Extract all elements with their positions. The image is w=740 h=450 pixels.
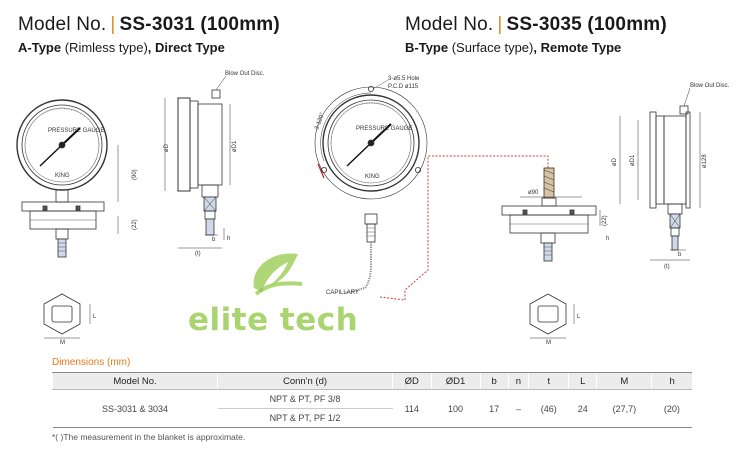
- label-d-left: øD: [164, 143, 170, 152]
- label-m-right: M: [546, 340, 551, 346]
- right-dial-maker: KING: [365, 174, 380, 180]
- label-pcd: P.C.D ø115: [388, 84, 419, 90]
- col-m: M: [596, 372, 652, 390]
- dimensions-table: Model No. Conn'n (d) ØD ØD1 b n t L M h …: [52, 372, 692, 428]
- left-dial-maker: KING: [55, 173, 70, 179]
- left-gauge-side: [164, 75, 231, 249]
- left-model-title: Model No.|SS-3031 (100mm): [18, 14, 280, 36]
- col-n: n: [507, 372, 529, 390]
- col-od: ØD: [392, 372, 432, 390]
- footnote: *( )The measurement in the blanket is ap…: [52, 432, 246, 442]
- cell-od1: 100: [431, 389, 481, 428]
- label-t-left: (t): [195, 251, 201, 257]
- left-model-subtitle: A-Type (Rimless type), Direct Type: [18, 40, 225, 55]
- label-b-right: b: [678, 252, 682, 258]
- label-d-right: øD: [612, 157, 618, 166]
- label-angle: 3-120°: [314, 111, 326, 130]
- table-row: SS-3031 & 3034 NPT & PT, PF 3/8 114 100 …: [52, 389, 692, 428]
- col-model: Model No.: [52, 372, 218, 390]
- cell-od: 114: [392, 389, 432, 428]
- cell-conn-2: NPT & PT, PF 1/2: [217, 408, 393, 428]
- cell-b: 17: [480, 389, 509, 428]
- left-hex-view: [43, 293, 91, 339]
- table-row: NPT & PT, PF 1/2: [53, 408, 693, 428]
- right-type-strong: B-Type: [405, 40, 449, 55]
- label-h-right: h: [606, 236, 609, 242]
- right-gauge-side: [619, 87, 701, 261]
- left-dial-brand: PRESSURE GAUGE: [48, 128, 104, 134]
- col-h: h: [651, 372, 692, 390]
- technical-drawing: PRESSURE GAUGE KING (90) (22) Blow Out D…: [16, 71, 730, 346]
- left-model-code: SS-3031 (100mm): [119, 14, 280, 35]
- right-gauge-front: [314, 79, 428, 293]
- label-l-right: L: [577, 314, 581, 320]
- label-d1-right: øD1: [630, 154, 636, 166]
- cell-n: –: [508, 389, 529, 428]
- right-model-title: Model No.|SS-3035 (100mm): [405, 14, 667, 36]
- left-type-tail: , Direct Type: [147, 40, 225, 55]
- label-22-right: (22): [602, 215, 608, 226]
- left-gauge-front: [16, 99, 119, 258]
- left-type-strong: A-Type: [18, 40, 62, 55]
- table-header-row: Model No. Conn'n (d) ØD ØD1 b n t L M h: [52, 372, 692, 390]
- label-hole: 3-ø5.5 Hole: [388, 76, 420, 82]
- label-t-right: (t): [664, 264, 670, 270]
- label-blow-out-left: Blow Out Disc.: [225, 71, 265, 77]
- right-dial-brand: PRESSURE GAUGE: [356, 126, 412, 132]
- remote-diaphragm-seal: [501, 167, 601, 262]
- right-hex-view: [529, 293, 575, 339]
- col-l: L: [568, 372, 597, 390]
- label-ninety: (90): [132, 169, 138, 180]
- left-type-light: (Rimless type): [61, 40, 148, 55]
- label-b-left: b: [212, 237, 216, 243]
- label-22-left: (22): [132, 219, 138, 230]
- col-od1: ØD1: [430, 372, 481, 390]
- col-conn: Conn'n (d): [217, 372, 393, 390]
- right-type-light: (Surface type): [448, 40, 534, 55]
- cell-l: 24: [568, 389, 597, 428]
- label-d90-right: ø90: [528, 190, 539, 196]
- cell-conn-1: NPT & PT, PF 3/8: [217, 389, 393, 409]
- col-b: b: [479, 372, 509, 390]
- right-type-tail: , Remote Type: [533, 40, 622, 55]
- cell-t: (46): [528, 389, 569, 428]
- label-blow-out-right: Blow Out Disc.: [690, 83, 730, 89]
- cell-h: (20): [651, 389, 692, 428]
- label-h-left: h: [227, 236, 230, 242]
- label-d128: ø128: [702, 154, 708, 168]
- col-t: t: [528, 372, 569, 390]
- right-model-code: SS-3035 (100mm): [506, 14, 667, 35]
- label-m-left: M: [60, 340, 65, 346]
- right-model-subtitle: B-Type (Surface type), Remote Type: [405, 40, 621, 55]
- left-model-lead: Model No.: [18, 14, 107, 35]
- label-capillary: CAPILLARY: [326, 290, 359, 296]
- title-separator: |: [110, 14, 116, 35]
- watermark-logo-text: elite tech: [188, 302, 359, 338]
- leaf-logo-icon: [253, 253, 303, 296]
- cell-m: (27,7): [596, 389, 652, 428]
- label-l-left: L: [93, 314, 97, 320]
- title-separator: |: [497, 14, 503, 35]
- right-model-lead: Model No.: [405, 14, 494, 35]
- dimensions-title: Dimensions (mm): [52, 357, 131, 368]
- label-d1-left: øD1: [232, 140, 238, 152]
- cell-model: SS-3031 & 3034: [52, 389, 218, 428]
